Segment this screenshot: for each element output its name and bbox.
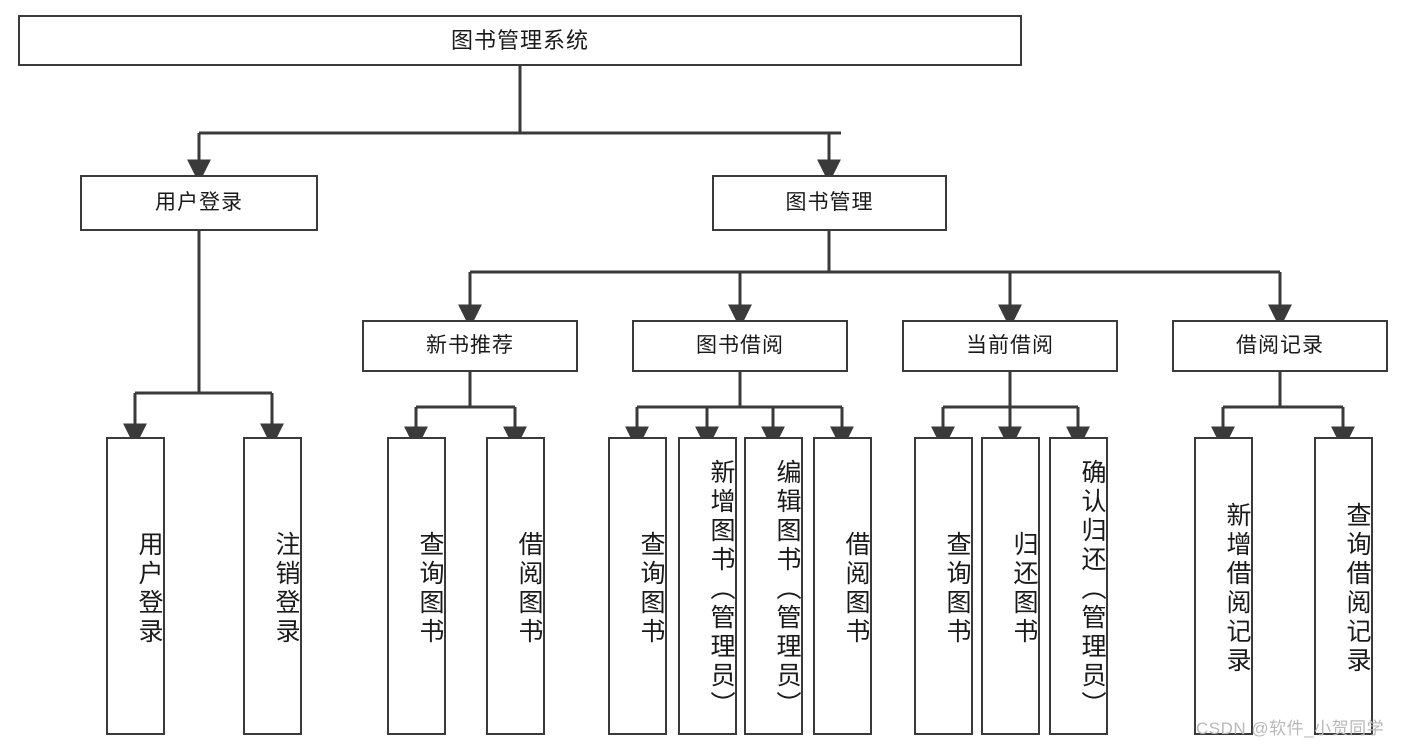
node-new-book-recommend[interactable]: 新书推荐 — [362, 320, 578, 372]
leaf-query-book-current[interactable]: 查询图书 — [914, 437, 973, 735]
leaf-confirm-return-admin[interactable]: 确认归还（管理员） — [1049, 437, 1108, 735]
node-root[interactable]: 图书管理系统 — [18, 15, 1022, 66]
leaf-borrow-book[interactable]: 借阅图书 — [813, 437, 872, 735]
node-book-borrow-label: 图书借阅 — [696, 333, 784, 357]
leaf-query-borrow-record-label: 查询借阅记录 — [1343, 502, 1371, 676]
leaf-user-login-label: 用户登录 — [135, 531, 163, 647]
leaf-user-login[interactable]: 用户登录 — [106, 437, 165, 735]
leaf-edit-book-admin[interactable]: 编辑图书（管理员） — [744, 437, 803, 735]
leaf-logout-label: 注销登录 — [272, 531, 300, 647]
node-current-borrow-label: 当前借阅 — [966, 333, 1054, 357]
leaf-query-book-borrow[interactable]: 查询图书 — [608, 437, 667, 735]
leaf-return-book-label: 归还图书 — [1010, 531, 1038, 647]
leaf-add-borrow-record-label: 新增借阅记录 — [1223, 502, 1251, 676]
node-root-label: 图书管理系统 — [450, 27, 589, 53]
leaf-borrow-book-recommend-label: 借阅图书 — [515, 531, 543, 647]
leaf-edit-book-admin-label: 编辑图书（管理员） — [773, 458, 801, 720]
node-user-login-label: 用户登录 — [155, 190, 243, 214]
leaf-add-book-admin-label: 新增图书（管理员） — [707, 458, 735, 720]
leaf-query-borrow-record[interactable]: 查询借阅记录 — [1314, 437, 1373, 735]
node-borrow-record[interactable]: 借阅记录 — [1172, 320, 1388, 372]
leaf-query-book-recommend[interactable]: 查询图书 — [387, 437, 446, 735]
leaf-confirm-return-admin-label: 确认归还（管理员） — [1078, 458, 1106, 720]
leaf-add-book-admin[interactable]: 新增图书（管理员） — [678, 437, 737, 735]
node-book-borrow[interactable]: 图书借阅 — [632, 320, 848, 372]
leaf-borrow-book-label: 借阅图书 — [842, 531, 870, 647]
node-new-book-recommend-label: 新书推荐 — [426, 333, 514, 357]
leaf-return-book[interactable]: 归还图书 — [981, 437, 1040, 735]
node-current-borrow[interactable]: 当前借阅 — [902, 320, 1118, 372]
node-book-management-label: 图书管理 — [785, 190, 874, 214]
leaf-query-book-recommend-label: 查询图书 — [416, 531, 444, 647]
leaf-query-book-borrow-label: 查询图书 — [637, 531, 665, 647]
leaf-query-book-current-label: 查询图书 — [943, 531, 971, 647]
leaf-borrow-book-recommend[interactable]: 借阅图书 — [486, 437, 545, 735]
node-user-login[interactable]: 用户登录 — [80, 175, 318, 231]
node-borrow-record-label: 借阅记录 — [1236, 333, 1324, 357]
node-book-management[interactable]: 图书管理 — [712, 175, 947, 231]
leaf-add-borrow-record[interactable]: 新增借阅记录 — [1194, 437, 1253, 735]
csdn-watermark: CSDN @软件_小贺同学 — [1196, 719, 1385, 738]
leaf-logout[interactable]: 注销登录 — [243, 437, 302, 735]
